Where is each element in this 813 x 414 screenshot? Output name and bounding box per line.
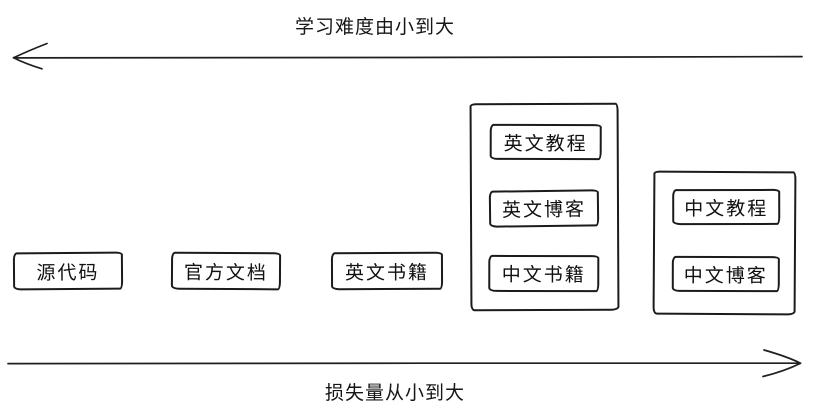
box-source-code-label: 源代码 <box>36 262 100 284</box>
bottom-axis-label: 损失量从小到大 <box>324 383 465 404</box>
box-english-books: 英文书籍 <box>330 251 444 291</box>
box-english-books-label: 英文书籍 <box>344 262 430 284</box>
box-source-code: 源代码 <box>12 251 124 291</box>
box-chinese-books: 中文书籍 <box>488 254 600 293</box>
box-chinese-books-label: 中文书籍 <box>501 264 586 287</box>
box-english-blogs: 英文博客 <box>488 189 600 228</box>
box-chinese-blogs-label: 中文博客 <box>683 265 768 287</box>
box-english-blogs-label: 英文博客 <box>501 199 587 222</box>
box-chinese-blogs: 中文博客 <box>671 255 780 293</box>
box-english-tutorials-label: 英文教程 <box>503 133 588 155</box>
box-chinese-tutorials-label: 中文教程 <box>684 198 769 220</box>
left-arrow <box>12 42 803 70</box>
box-english-tutorials: 英文教程 <box>489 123 602 161</box>
group-english-resources: 英文教程 英文博客 中文书籍 <box>469 102 620 312</box>
group-chinese-resources: 中文教程 中文博客 <box>652 170 797 316</box>
top-axis-label: 学习难度由小到大 <box>294 17 455 38</box>
box-official-docs-label: 官方文档 <box>183 262 269 284</box>
box-official-docs: 官方文档 <box>170 251 282 291</box>
right-arrow <box>7 349 802 378</box>
box-chinese-tutorials: 中文教程 <box>672 188 781 226</box>
